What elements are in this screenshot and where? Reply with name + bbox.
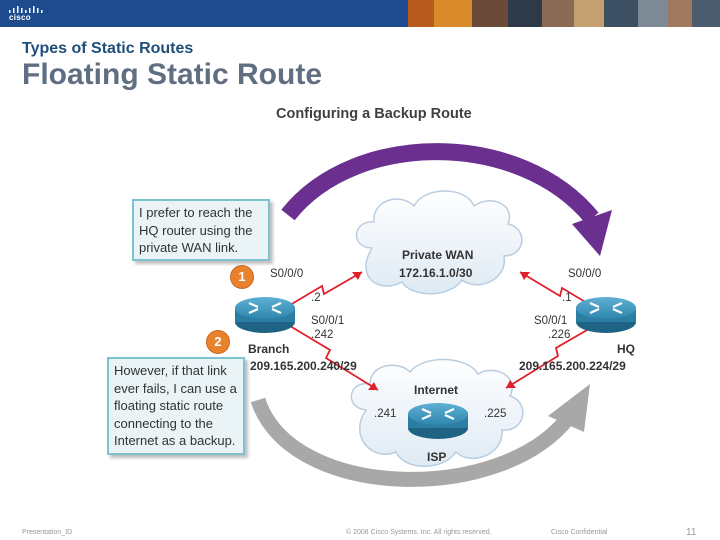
serial-links	[289, 271, 595, 391]
callout-backup-route: However, if that link ever fails, I can …	[107, 357, 245, 455]
branch-s001-ip: .242	[311, 329, 334, 341]
header-banner: cisco	[0, 0, 720, 27]
branch-s001-label: S0/0/1	[311, 315, 345, 327]
branch-s000-ip: .2	[311, 292, 321, 304]
diagram-title: Configuring a Backup Route	[276, 106, 472, 122]
hq-s001-label: S0/0/1	[534, 315, 568, 327]
isp-left-ip: .241	[374, 408, 397, 420]
branch-name: Branch	[248, 342, 290, 356]
cisco-logo-text: cisco	[9, 13, 31, 22]
footer-copyright: © 2008 Cisco Systems, Inc. All rights re…	[346, 529, 492, 536]
page-number: 11	[686, 527, 697, 538]
hq-name: HQ	[617, 342, 635, 356]
private-wan-label: Private WAN	[402, 248, 474, 262]
slide-subtitle: Types of Static Routes	[22, 40, 194, 57]
callout-primary-text: I prefer to reach the HQ router using th…	[139, 205, 253, 255]
footer-confidential: Cisco Confidential	[551, 529, 608, 536]
backup-route-arrow	[250, 384, 590, 487]
primary-route-arrow	[281, 143, 612, 256]
cisco-logo-icon	[9, 6, 43, 13]
branch-network: 209.165.200.240/29	[250, 359, 357, 373]
isp-router-icon	[408, 403, 468, 439]
internet-label: Internet	[414, 383, 459, 397]
private-wan-network: 172.16.1.0/30	[399, 266, 473, 280]
callout-primary-route: I prefer to reach the HQ router using th…	[132, 199, 270, 261]
isp-name: ISP	[427, 450, 447, 464]
private-wan-cloud	[355, 190, 523, 295]
header-photo-strip	[408, 0, 720, 27]
hq-network: 209.165.200.224/29	[519, 359, 626, 373]
slide-title: Floating Static Route	[22, 58, 322, 91]
isp-right-ip: .225	[484, 408, 507, 420]
step-1-badge: 1	[230, 265, 254, 289]
branch-s000-label: S0/0/0	[270, 268, 304, 280]
hq-s000-label: S0/0/0	[568, 268, 602, 280]
branch-router-icon	[235, 297, 295, 333]
callout-backup-text: However, if that link ever fails, I can …	[114, 363, 237, 448]
hq-router-icon	[576, 297, 636, 333]
step-2-badge: 2	[206, 330, 230, 354]
footer-presentation-id: Presentation_ID	[22, 529, 73, 536]
hq-s000-ip: .1	[562, 292, 572, 304]
hq-s001-ip: .226	[548, 329, 571, 341]
